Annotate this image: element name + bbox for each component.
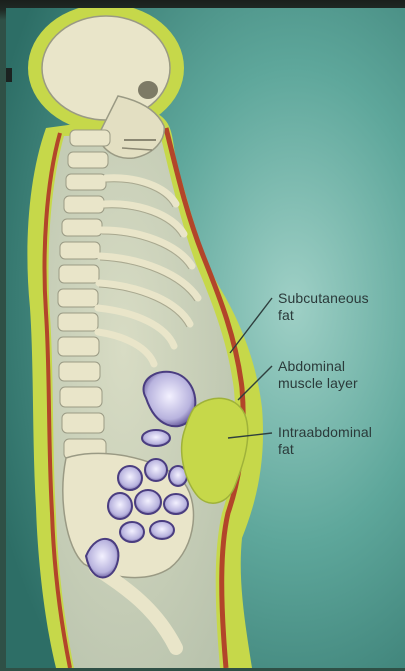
label-intraabdominal-fat: Intraabdominal fat bbox=[278, 424, 405, 458]
label-abdominal-muscle-layer: Abdominal muscle layer bbox=[278, 358, 405, 392]
screen-edge-mark bbox=[6, 68, 12, 82]
label-subcutaneous-fat: Subcutaneous fat bbox=[278, 290, 405, 324]
projection-screen: Subcutaneous fat Abdominal muscle layer … bbox=[6, 8, 405, 668]
anatomy-diagram bbox=[6, 8, 405, 668]
